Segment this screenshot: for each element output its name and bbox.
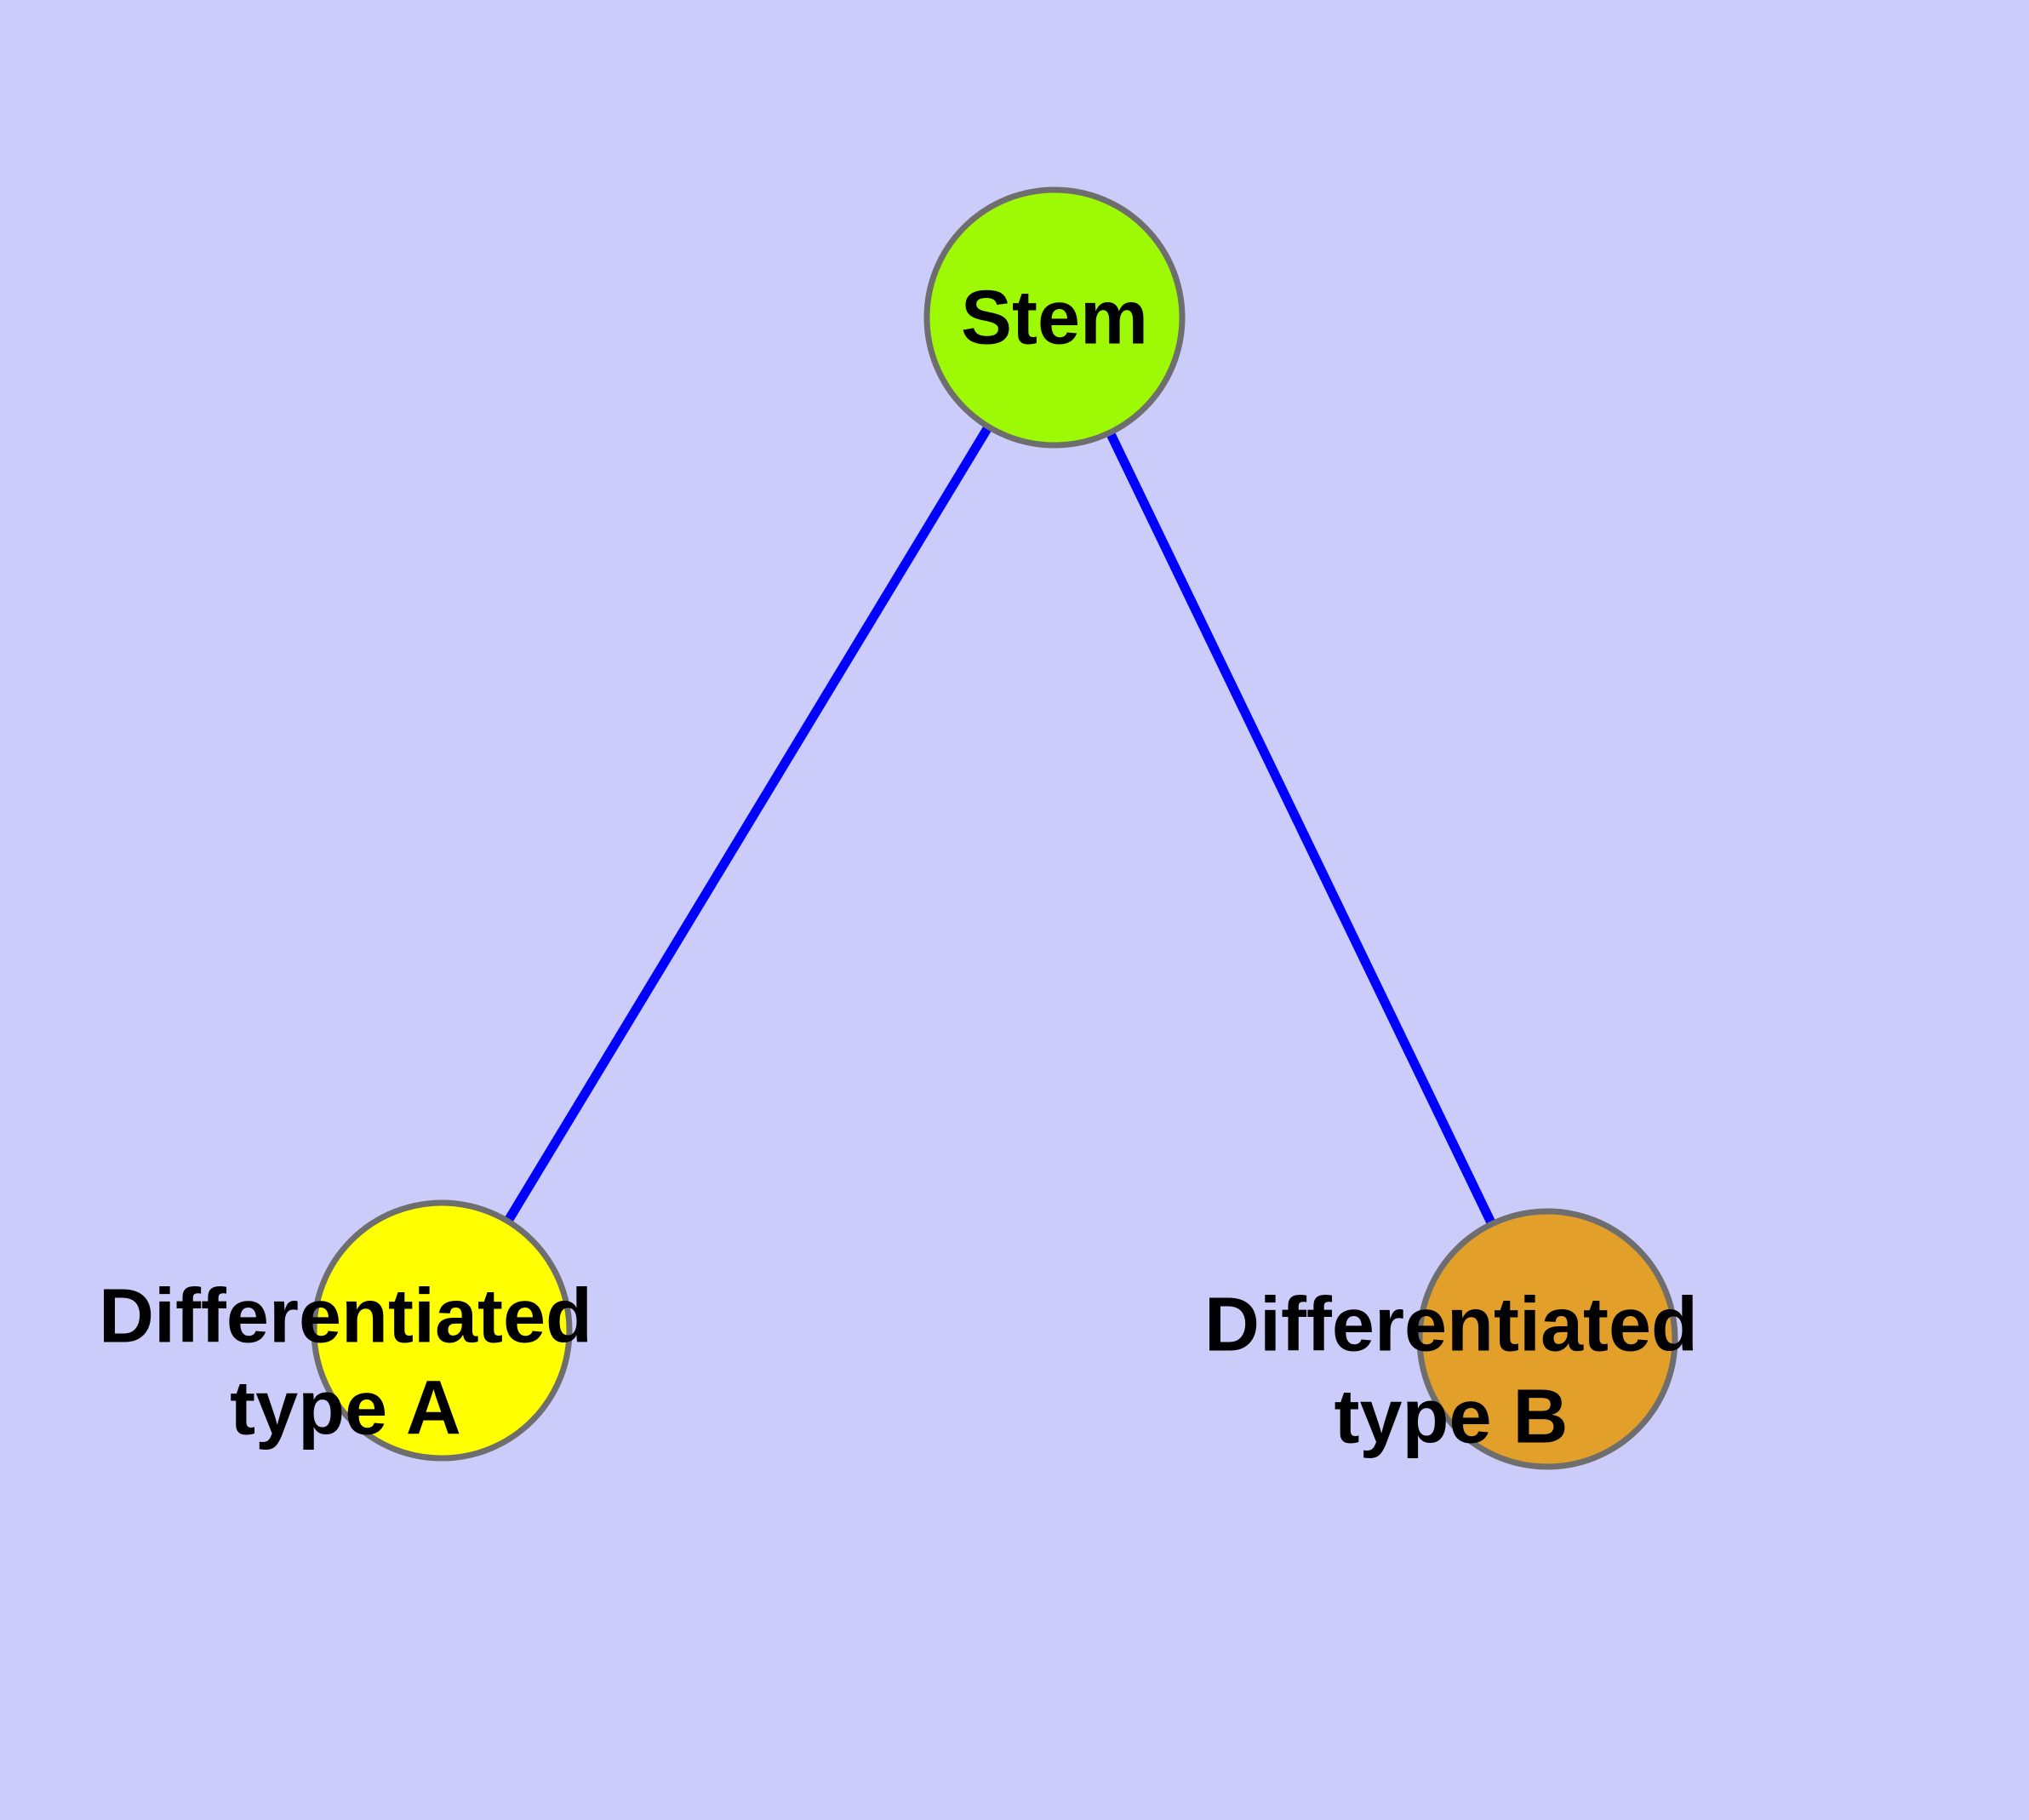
node-circle-stem[interactable]	[923, 186, 1186, 449]
node-label-line: type A	[230, 1366, 461, 1451]
edges-layer	[437, 315, 1552, 1342]
node-circle-diff_a[interactable]	[311, 1199, 573, 1462]
node-label-line: Differentiated	[99, 1274, 592, 1359]
node-circle-diff_b[interactable]	[1416, 1208, 1678, 1470]
edge-stem-diff-b[interactable]	[1050, 315, 1552, 1342]
node-label-line: Stem	[961, 276, 1148, 361]
node-label-line: type B	[1334, 1375, 1568, 1460]
node-label-stem: Stem	[961, 276, 1148, 361]
node-label-line: Differentiated	[1204, 1283, 1698, 1368]
edge-stem-diff-a[interactable]	[437, 315, 1059, 1333]
nodes-layer	[311, 186, 1678, 1470]
